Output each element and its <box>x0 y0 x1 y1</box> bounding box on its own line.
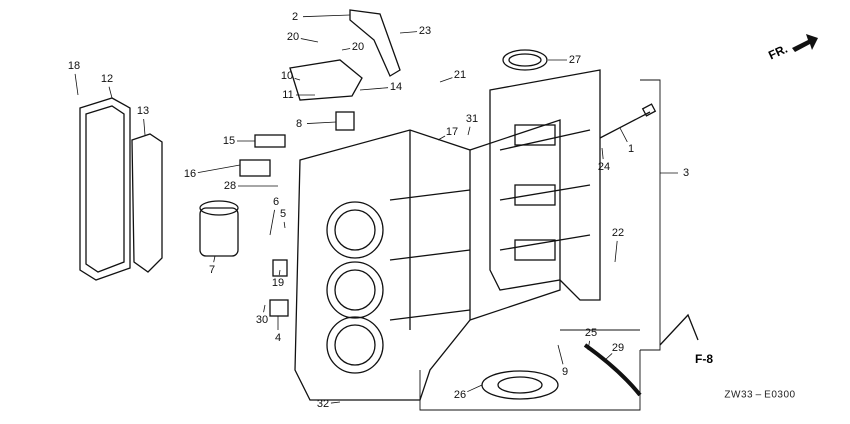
part-label-14: 14 <box>389 81 403 93</box>
part-label-30: 30 <box>255 314 269 326</box>
leader-line-16 <box>197 164 241 173</box>
crankcase <box>489 69 601 301</box>
reference-label: F-8 <box>695 352 713 366</box>
leader-line-2 <box>302 14 351 18</box>
part-label-20: 20 <box>286 31 300 43</box>
part-label-22: 22 <box>611 227 625 239</box>
leader-line-29 <box>604 353 613 361</box>
part-label-25: 25 <box>584 327 598 339</box>
leader-line-8 <box>306 121 337 124</box>
bolt <box>599 111 651 139</box>
part-label-32: 32 <box>316 398 330 410</box>
leader-line-31 <box>467 126 471 136</box>
leader-line-32 <box>330 401 341 404</box>
oil-filter <box>199 207 239 257</box>
leader-line-24 <box>601 147 604 160</box>
oil-seal <box>502 49 548 71</box>
hose <box>583 343 642 397</box>
cover-gasket <box>131 133 163 273</box>
leader-line-14 <box>359 87 389 91</box>
part-label-3: 3 <box>682 167 690 179</box>
drawing-code: ZW33 – E0300 <box>724 389 796 401</box>
part-label-16: 16 <box>183 168 197 180</box>
part-label-6: 6 <box>272 196 280 208</box>
part-label-20: 20 <box>351 41 365 53</box>
part-label-23: 23 <box>418 25 432 37</box>
part-label-31: 31 <box>465 113 479 125</box>
side-cover <box>79 97 131 281</box>
part-label-8: 8 <box>295 118 303 130</box>
part-label-26: 26 <box>453 389 467 401</box>
leader-line-9 <box>557 344 564 365</box>
part-label-27: 27 <box>568 54 582 66</box>
leader-line-17 <box>437 135 446 141</box>
part-label-12: 12 <box>100 73 114 85</box>
front-direction-arrow-icon <box>792 34 818 52</box>
cylinder-block <box>294 129 471 401</box>
part-label-21: 21 <box>453 69 467 81</box>
leader-line-30 <box>263 304 266 313</box>
part-label-9: 9 <box>561 366 569 378</box>
part-label-18: 18 <box>67 60 81 72</box>
part-label-7: 7 <box>208 264 216 276</box>
part-label-1: 1 <box>627 143 635 155</box>
leader-line-20 <box>341 48 351 51</box>
part-label-17: 17 <box>445 126 459 138</box>
part-label-2: 2 <box>291 11 299 23</box>
part-label-13: 13 <box>136 105 150 117</box>
leader-line-19 <box>278 269 281 276</box>
leader-line-26 <box>467 384 483 393</box>
part-label-11: 11 <box>282 89 294 101</box>
part-label-24: 24 <box>597 161 611 173</box>
bearing <box>481 370 559 400</box>
thermostat-cover <box>289 59 363 101</box>
leader-line-23 <box>399 31 418 34</box>
part-label-28: 28 <box>223 180 237 192</box>
part-label-29: 29 <box>611 342 625 354</box>
part-label-5: 5 <box>279 208 287 220</box>
part-label-15: 15 <box>222 135 236 147</box>
part-label-10: 10 <box>280 70 294 82</box>
leader-line-10 <box>294 77 301 81</box>
leader-line-13 <box>143 118 146 136</box>
part-label-19: 19 <box>271 277 285 289</box>
bracket <box>349 9 401 77</box>
part-label-4: 4 <box>274 332 282 344</box>
leader-line-7 <box>213 255 216 263</box>
leader-line-21 <box>439 77 453 83</box>
leader-line-22 <box>614 240 618 263</box>
leader-line-18 <box>74 73 79 96</box>
leader-line-6 <box>269 209 275 236</box>
leader-line-25 <box>587 340 591 351</box>
leader-line-20 <box>300 38 319 43</box>
leader-line-5 <box>283 221 286 229</box>
leader-line-12 <box>108 86 113 99</box>
leader-line-1 <box>619 127 628 143</box>
